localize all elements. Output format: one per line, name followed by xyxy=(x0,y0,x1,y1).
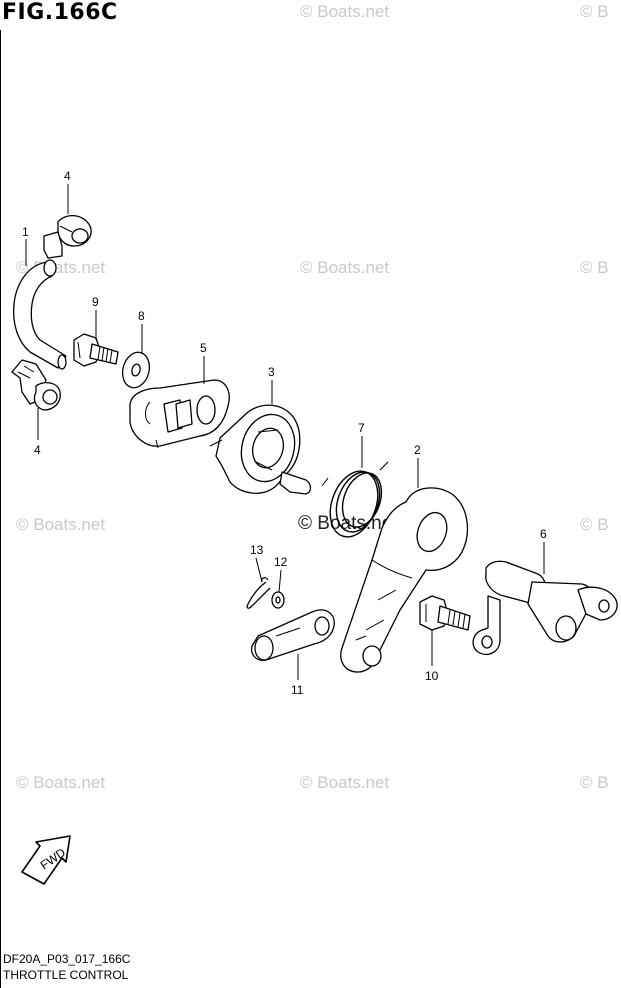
part-1-hose xyxy=(12,259,67,370)
callout-numbers: 1 2 3 4 4 5 6 7 8 9 10 11 12 13 xyxy=(22,169,547,697)
part-12-washer xyxy=(271,591,285,609)
callout-9: 9 xyxy=(92,295,99,309)
watermark: © Boats.net xyxy=(300,773,390,792)
watermark: © B xyxy=(580,258,609,277)
callout-leaders xyxy=(25,184,545,680)
callout-2: 2 xyxy=(414,443,421,457)
callout-8: 8 xyxy=(138,309,145,323)
callout-7: 7 xyxy=(358,421,365,435)
part-3-throttle-cam xyxy=(209,404,312,495)
part-8-washer xyxy=(121,351,151,389)
part-5-bracket-plate xyxy=(129,379,230,449)
page-border xyxy=(0,30,1,988)
part-4-clip-lower xyxy=(11,359,61,411)
part-2-throttle-lever xyxy=(340,487,469,673)
callout-5: 5 xyxy=(200,341,207,355)
callout-4: 4 xyxy=(34,443,41,457)
part-7-spring xyxy=(321,461,389,538)
part-10-bolt xyxy=(419,595,471,631)
callout-6: 6 xyxy=(540,527,547,541)
watermark: © Boats.net xyxy=(16,773,106,792)
watermark: © B xyxy=(580,2,609,21)
fwd-arrow-icon: FWD xyxy=(21,835,71,885)
part-9-bolt xyxy=(73,333,119,367)
part-6-bracket-assembly xyxy=(472,560,618,655)
callout-3: 3 xyxy=(268,365,275,379)
callout-10: 10 xyxy=(425,669,439,683)
callout-1: 1 xyxy=(22,225,29,239)
callout-12: 12 xyxy=(274,555,288,569)
part-4-clip-upper xyxy=(43,215,92,259)
figure-title: FIG.166C xyxy=(2,0,118,25)
watermark: © Boats.net xyxy=(16,515,106,534)
callout-13: 13 xyxy=(250,543,264,557)
callout-11: 11 xyxy=(291,683,304,697)
part-11-link-arm xyxy=(250,609,335,661)
callout-4: 4 xyxy=(64,169,71,183)
figure-code: DF20A_P03_017_166C xyxy=(3,952,131,966)
watermark: © B xyxy=(580,515,609,534)
watermark: © Boats.net xyxy=(300,2,390,21)
watermark: © Boats.net xyxy=(300,258,390,277)
part-13-clip-pin xyxy=(246,577,271,609)
watermark: © B xyxy=(580,773,609,792)
figure-name: THROTTLE CONTROL xyxy=(3,968,129,982)
